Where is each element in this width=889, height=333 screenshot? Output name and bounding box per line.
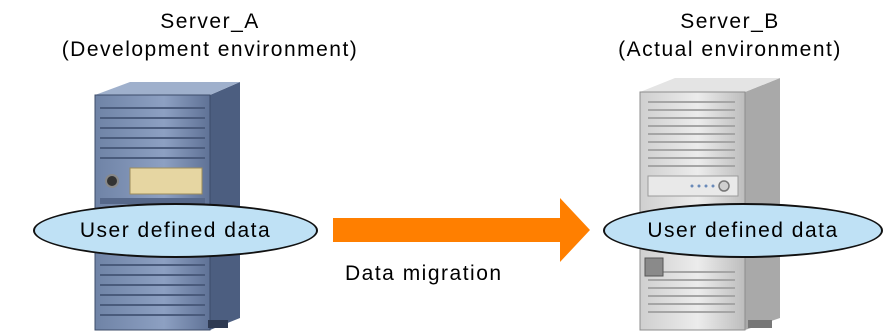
server-b-data-ellipse: User defined data xyxy=(603,203,883,258)
server-b-data-label: User defined data xyxy=(647,218,839,242)
server-a-title: Server_A (Development environment) xyxy=(0,8,420,64)
migration-label: Data migration xyxy=(345,262,503,285)
server-a-data-ellipse: User defined data xyxy=(33,203,318,258)
server-b-environment: (Actual environment) xyxy=(618,38,842,61)
server-a-name: Server_A xyxy=(160,10,260,33)
server-b-name: Server_B xyxy=(680,10,780,33)
server-a-environment: (Development environment) xyxy=(61,38,359,61)
migration-arrow xyxy=(333,198,590,262)
server-b-title: Server_B (Actual environment) xyxy=(580,8,880,64)
server-a-data-label: User defined data xyxy=(79,218,272,242)
